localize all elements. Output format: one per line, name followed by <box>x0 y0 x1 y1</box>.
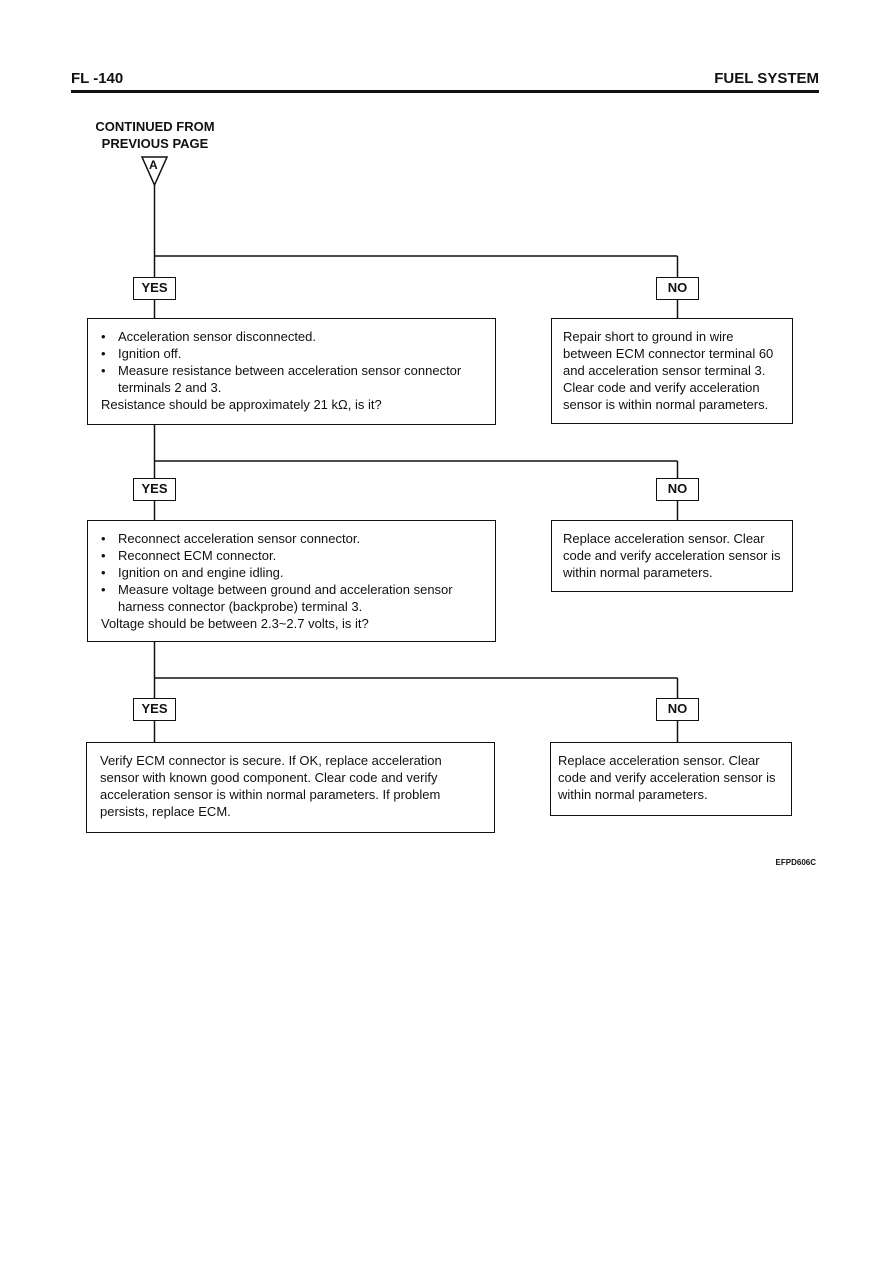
check-step: Reconnect ECM connector. <box>101 547 487 564</box>
offpage-connector-label: A <box>149 158 158 172</box>
check-step: Acceleration sensor disconnected. <box>101 328 487 345</box>
check-step: Measure voltage between ground and accel… <box>101 581 487 615</box>
no-label: NO <box>656 698 699 721</box>
check-question: Resistance should be approximately 21 kΩ… <box>101 397 382 412</box>
check-question: Voltage should be between 2.3~2.7 volts,… <box>101 616 369 631</box>
yes-label: YES <box>133 698 176 721</box>
figure-code: EFPD606C <box>775 858 816 867</box>
no-action-replace-sensor: Replace acceleration sensor. Clear code … <box>550 742 792 816</box>
yes-label: YES <box>133 478 176 501</box>
no-label: NO <box>656 277 699 300</box>
check-step: Reconnect acceleration sensor connector. <box>101 530 487 547</box>
page-header: FL -140 FUEL SYSTEM <box>71 70 819 94</box>
no-action-repair-short: Repair short to ground in wire between E… <box>551 318 793 424</box>
check-box-resistance: Acceleration sensor disconnected. Igniti… <box>87 318 496 425</box>
check-step: Ignition on and engine idling. <box>101 564 487 581</box>
yes-label: YES <box>133 277 176 300</box>
page-number: FL -140 <box>71 70 124 87</box>
section-title: FUEL SYSTEM <box>714 70 819 87</box>
check-box-voltage: Reconnect acceleration sensor connector.… <box>87 520 496 642</box>
no-label: NO <box>656 478 699 501</box>
no-action-replace-sensor: Replace acceleration sensor. Clear code … <box>551 520 793 592</box>
continued-from-label: CONTINUED FROM PREVIOUS PAGE <box>95 119 215 151</box>
yes-action-verify-ecm: Verify ECM connector is secure. If OK, r… <box>86 742 495 833</box>
header-rule <box>71 90 819 93</box>
check-step: Ignition off. <box>101 345 487 362</box>
check-step: Measure resistance between acceleration … <box>101 362 487 396</box>
offpage-connector-triangle <box>140 156 169 187</box>
